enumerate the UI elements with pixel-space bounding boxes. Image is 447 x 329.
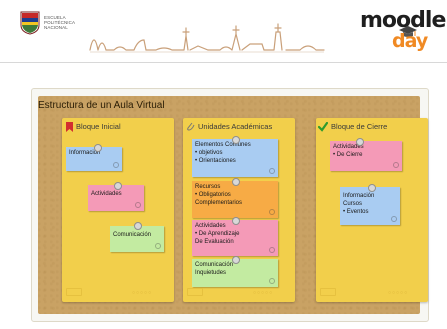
panel-footer-dots: ○○○○○ [132, 290, 153, 296]
brand-suffix: day [392, 30, 428, 52]
note-badge-icon [155, 243, 161, 249]
institution-line-2: POLITÉCNICA [44, 20, 76, 25]
note-badge-icon [269, 278, 275, 284]
note-line: • De Aprendizaje [195, 231, 240, 237]
note-badge-icon [269, 168, 275, 174]
pushpin-icon [134, 222, 142, 230]
note-line: Elementos Comunes [195, 142, 251, 148]
column-title-closing: Bloque de Cierre [331, 122, 388, 131]
column-title-academic: Unidades Académicas [198, 122, 273, 131]
note-line: Actividades [333, 144, 364, 150]
note-line: Actividades [195, 223, 226, 229]
checkmark-icon [318, 122, 328, 132]
panel-footer-dots: ○○○○○ [253, 290, 274, 296]
institution-line-3: NACIONAL [44, 25, 68, 30]
note-line: Comunicación [195, 262, 234, 268]
note-line: Recursos [195, 184, 221, 190]
panel-footer-mark [187, 288, 203, 296]
pushpin-icon [94, 144, 102, 152]
note-badge-icon [269, 209, 275, 215]
header-divider [0, 62, 447, 63]
paperclip-icon [187, 122, 195, 131]
pushpin-icon [232, 256, 240, 264]
note-badge-icon [393, 162, 399, 168]
note-line: Información [69, 150, 101, 156]
institution-name: ESCUELA POLITÉCNICA NACIONAL [44, 15, 84, 30]
sticky-note-informacion: Información [66, 147, 122, 171]
sticky-note-elementos-comunes: Elementos Comunes • objetivos • Orientac… [192, 139, 278, 177]
bookmark-icon [66, 122, 73, 132]
note-line: Actividades [91, 191, 122, 197]
note-line: • De Cierre [333, 152, 363, 158]
sticky-note-informacion-cierre: Información Cursos • Eventos [340, 187, 400, 225]
sticky-note-actividades-unidad: Actividades • De Aprendizaje De Evaluaci… [192, 220, 278, 256]
note-line: • objetivos [195, 150, 223, 156]
graduation-cap-icon [399, 26, 417, 37]
note-line: • Obligatorios [195, 192, 231, 198]
sticky-note-recursos: Recursos • Obligatorios Complementarios [192, 181, 278, 218]
note-line: Inquietudes [195, 270, 227, 276]
institution-logo-icon [20, 11, 40, 35]
note-line: Cursos [343, 201, 363, 207]
board-title: Estructura de un Aula Virtual [38, 100, 165, 111]
pushpin-icon [356, 138, 364, 146]
note-badge-icon [391, 216, 397, 222]
header-banner: ESCUELA POLITÉCNICA NACIONAL moodle day [0, 0, 447, 60]
sticky-note-actividades-cierre: Actividades • De Cierre [330, 141, 402, 171]
note-line: Información [343, 193, 375, 199]
panel-footer-mark [320, 288, 336, 296]
city-skyline-illustration [89, 23, 325, 53]
note-badge-icon [113, 162, 119, 168]
note-line: Comunicación [113, 232, 152, 238]
note-line: Complementarios [195, 200, 243, 206]
column-title-initial: Bloque Inicial [76, 122, 121, 131]
note-line: • Eventos [343, 209, 369, 215]
note-line: • Orientaciones [195, 158, 236, 164]
pushpin-icon [232, 217, 240, 225]
note-badge-icon [135, 202, 141, 208]
pushpin-icon [232, 136, 240, 144]
note-line: De Evaluación [195, 239, 234, 245]
institution-line-1: ESCUELA [44, 15, 66, 20]
panel-footer-mark [66, 288, 82, 296]
pushpin-icon [368, 184, 376, 192]
note-badge-icon [269, 247, 275, 253]
sticky-note-comunicacion: Comunicación [110, 226, 164, 252]
pushpin-icon [232, 178, 240, 186]
panel-footer-dots: ○○○○○ [388, 290, 409, 296]
pushpin-icon [114, 182, 122, 190]
